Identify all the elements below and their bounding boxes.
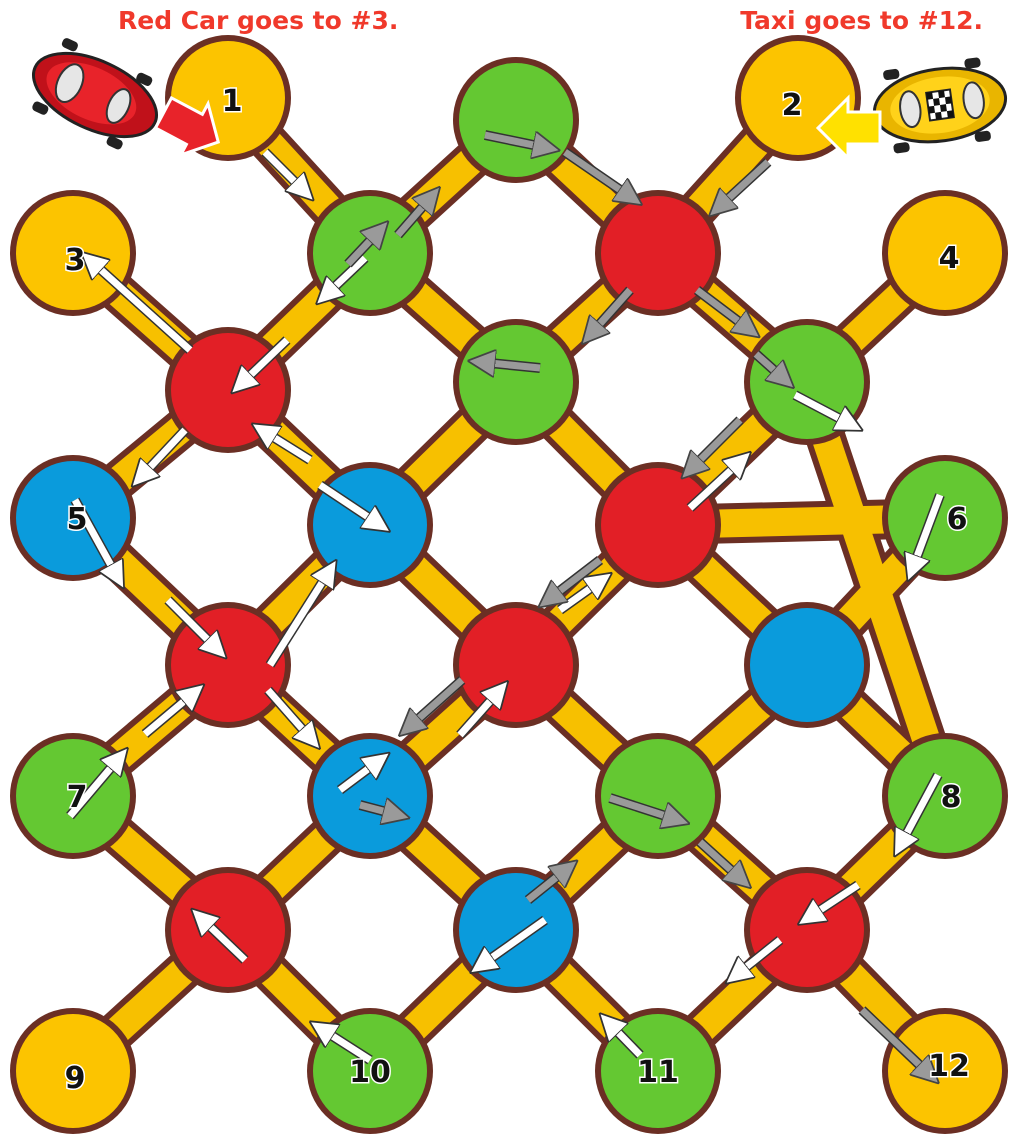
node-label: 3 — [65, 243, 86, 278]
node-fill — [313, 739, 427, 853]
node-label: 4 — [939, 241, 960, 276]
node-fill — [888, 461, 1002, 575]
node-fill — [459, 873, 573, 987]
node-6[interactable] — [882, 455, 1008, 581]
junction-red[interactable] — [595, 462, 721, 588]
node-fill — [459, 325, 573, 439]
node-label: 12 — [928, 1049, 970, 1084]
node-fill — [459, 63, 573, 177]
node-fill — [750, 608, 864, 722]
node-label: 2 — [782, 88, 803, 123]
node-label: 7 — [67, 780, 88, 815]
junction-green[interactable] — [453, 57, 579, 183]
node-label: 10 — [349, 1055, 391, 1090]
junction-blue[interactable] — [453, 867, 579, 993]
junction-green[interactable] — [453, 319, 579, 445]
node-label: 6 — [947, 502, 968, 537]
node-fill — [601, 468, 715, 582]
junction-red[interactable] — [453, 602, 579, 728]
node-fill — [459, 608, 573, 722]
node-fill — [171, 873, 285, 987]
junction-red[interactable] — [165, 867, 291, 993]
node-label: 5 — [67, 502, 88, 537]
junction-blue[interactable] — [744, 602, 870, 728]
taxi-icon[interactable] — [869, 54, 1011, 156]
junction-blue[interactable] — [307, 733, 433, 859]
node-label: 8 — [941, 780, 962, 815]
node-label: 9 — [65, 1061, 86, 1096]
node-label: 1 — [222, 84, 243, 119]
red-car-icon[interactable] — [18, 31, 171, 159]
junction-green[interactable] — [307, 190, 433, 316]
node-fill — [313, 468, 427, 582]
node-label: 11 — [637, 1055, 679, 1090]
